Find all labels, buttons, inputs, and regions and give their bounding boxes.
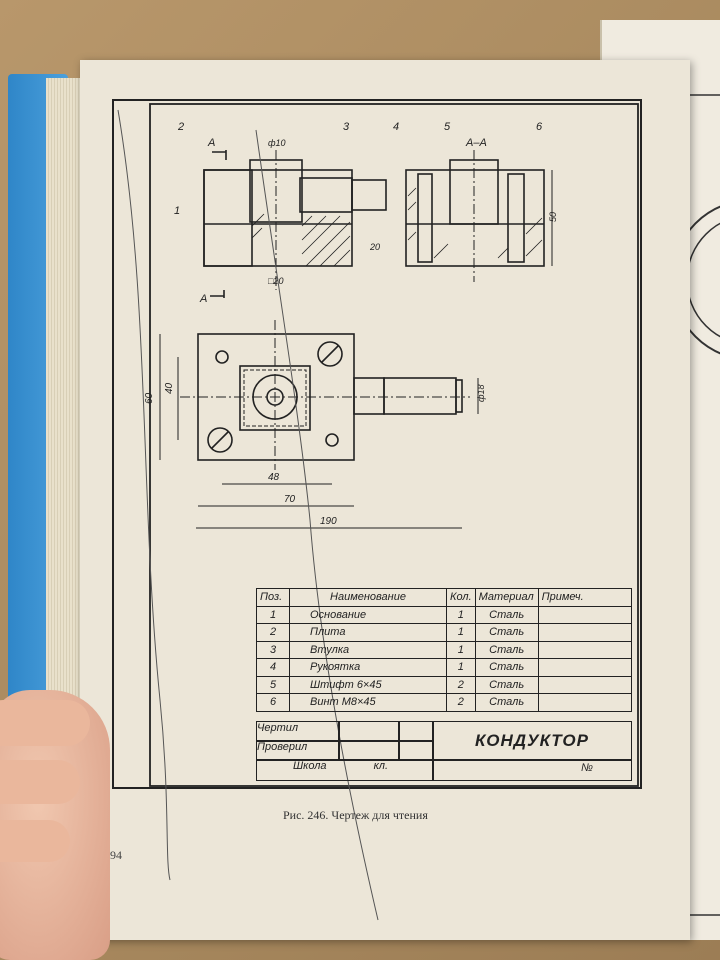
callout-5: 5	[444, 121, 451, 133]
row-pos: 5	[256, 675, 290, 694]
spec-table: Поз. Наименование Кол. Материал Примеч. …	[256, 588, 633, 712]
row-material: Сталь	[474, 693, 539, 712]
book-page	[80, 60, 690, 940]
dim-70: 70	[284, 494, 296, 505]
checked-label: Проверил	[256, 740, 340, 761]
school-label: Школа	[293, 760, 327, 772]
pencil-line-right	[255, 129, 379, 921]
row-name: Плита	[289, 623, 447, 642]
header-material: Материал	[474, 588, 539, 607]
dim-48: 48	[268, 472, 280, 483]
drew-date-cell	[398, 721, 434, 742]
row-name: Основание	[289, 605, 447, 624]
row-pos: 4	[256, 658, 290, 677]
row-qty: 1	[446, 623, 476, 642]
dim-phi18: ф18	[476, 384, 486, 402]
class-label: кл.	[373, 760, 389, 772]
table-row: 4 Рукоятка 1 Сталь	[256, 658, 633, 677]
row-note	[537, 640, 633, 659]
row-note	[537, 675, 633, 694]
header-pos: Поз.	[256, 588, 290, 607]
row-material: Сталь	[474, 658, 539, 677]
row-material: Сталь	[474, 675, 539, 694]
section-aa-label: А–А	[465, 137, 487, 149]
row-pos: 1	[256, 605, 290, 624]
row-qty: 1	[446, 658, 476, 677]
row-qty: 2	[446, 693, 476, 712]
table-row: 2 Плита 1 Сталь	[256, 623, 633, 642]
callout-6: 6	[536, 121, 543, 133]
row-material: Сталь	[474, 623, 539, 642]
header-name: Наименование	[289, 588, 447, 607]
callout-3: 3	[343, 121, 350, 133]
row-pos: 2	[256, 623, 290, 642]
table-row: 1 Основание 1 Сталь	[256, 605, 633, 624]
row-note	[537, 693, 633, 712]
row-material: Сталь	[474, 640, 539, 659]
table-row: 5 Штифт 6×45 2 Сталь	[256, 675, 633, 694]
section-markers	[210, 150, 227, 298]
front-view	[203, 150, 387, 290]
top-view	[180, 320, 470, 470]
header-qty: Кол.	[446, 588, 476, 607]
dim-40: 40	[164, 382, 175, 394]
row-name: Винт М8×45	[289, 693, 447, 712]
row-pos: 3	[256, 640, 290, 659]
finger	[0, 820, 70, 862]
title-cell: КОНДУКТОР	[432, 721, 632, 761]
header-note: Примеч.	[537, 588, 633, 607]
hand	[0, 690, 110, 960]
inner-frame	[149, 103, 639, 787]
section-a-label: A	[207, 137, 215, 149]
dim-square20: □20	[268, 276, 283, 286]
figure-caption: Рис. 246. Чертеж для чтения	[283, 808, 428, 822]
row-qty: 1	[446, 605, 476, 624]
spec-header-row: Поз. Наименование Кол. Материал Примеч.	[256, 588, 633, 607]
row-qty: 2	[446, 675, 476, 694]
row-note	[537, 605, 633, 624]
checked-signature-cell	[338, 740, 400, 761]
dimension-lines	[159, 334, 479, 529]
row-qty: 1	[446, 640, 476, 659]
row-note	[537, 623, 633, 642]
checked-label-text: Проверил	[257, 741, 308, 753]
drew-label: Чертил	[256, 721, 340, 742]
dim-phi10: ф10	[268, 138, 286, 148]
dim-60: 60	[144, 392, 155, 404]
school-cell: Школа кл.	[256, 759, 434, 781]
drew-signature-cell	[338, 721, 400, 742]
checked-date-cell	[398, 740, 434, 761]
row-pos: 6	[256, 693, 290, 712]
drew-label-text: Чертил	[257, 722, 299, 734]
table-row: 3 Втулка 1 Сталь	[256, 640, 633, 659]
number-cell: №	[432, 759, 632, 781]
drawing-title: КОНДУКТОР	[475, 731, 589, 750]
number-label: №	[581, 762, 593, 774]
section-aa-view	[405, 150, 553, 282]
callout-4: 4	[393, 121, 399, 133]
section-a-bottom-label: A	[199, 293, 207, 305]
dim-50: 50	[548, 212, 558, 222]
row-name: Втулка	[289, 640, 447, 659]
table-row: 6 Винт М8×45 2 Сталь	[256, 693, 633, 712]
row-name: Штифт 6×45	[289, 675, 447, 694]
finger	[0, 760, 80, 804]
row-name: Рукоятка	[289, 658, 447, 677]
finger	[0, 700, 90, 746]
row-material: Сталь	[474, 605, 539, 624]
dim-20-side: 20	[369, 242, 380, 252]
title-block: Поз. Наименование Кол. Материал Примеч. …	[256, 588, 633, 786]
callout-2: 2	[177, 121, 184, 133]
drawing-frame	[112, 99, 642, 789]
pencil-line-left	[117, 109, 171, 881]
row-note	[537, 658, 633, 677]
callout-1: 1	[174, 205, 180, 217]
dim-190: 190	[320, 516, 337, 527]
